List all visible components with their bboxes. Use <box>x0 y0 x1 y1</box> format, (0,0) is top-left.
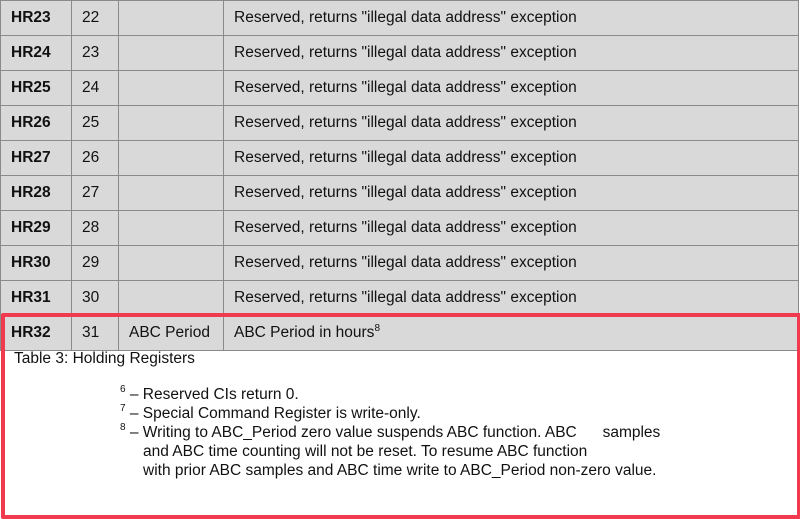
register-address: 30 <box>71 280 119 316</box>
table-row: HR25 24 Reserved, returns "illegal data … <box>0 70 799 106</box>
register-name: HR24 <box>0 35 72 71</box>
register-description: Reserved, returns "illegal data address"… <box>223 140 799 176</box>
register-address: 23 <box>71 35 119 71</box>
footnote-mark: 6 <box>120 384 126 395</box>
register-description: Reserved, returns "illegal data address"… <box>223 280 799 316</box>
table-caption: Table 3: Holding Registers <box>14 350 195 367</box>
register-description: Reserved, returns "illegal data address"… <box>223 105 799 141</box>
footnote-ref: 8 <box>374 323 380 334</box>
table-row: HR26 25 Reserved, returns "illegal data … <box>0 105 799 141</box>
register-label <box>118 140 224 176</box>
description-text: ABC Period in hours <box>234 324 375 341</box>
register-address: 28 <box>71 210 119 246</box>
table-row: HR30 29 Reserved, returns "illegal data … <box>0 245 799 281</box>
footnote-mark: 7 <box>120 403 126 414</box>
register-description: Reserved, returns "illegal data address"… <box>223 70 799 106</box>
footnote-text: – Writing to ABC_Period zero value suspe… <box>129 424 661 441</box>
table-row-highlighted: HR32 31 ABC Period ABC Period in hours8 <box>0 315 799 351</box>
register-description: Reserved, returns "illegal data address"… <box>223 35 799 71</box>
table-row: HR23 22 Reserved, returns "illegal data … <box>0 0 799 36</box>
register-address: 22 <box>71 0 119 36</box>
register-name: HR23 <box>0 0 72 36</box>
register-address: 25 <box>71 105 119 141</box>
register-description: ABC Period in hours8 <box>223 315 799 351</box>
footnote-text: – Reserved CIs return 0. <box>129 386 299 403</box>
footnote-text-continued: with prior ABC samples and ABC time writ… <box>143 462 657 479</box>
table-row: HR29 28 Reserved, returns "illegal data … <box>0 210 799 246</box>
holding-registers-table: HR23 22 Reserved, returns "illegal data … <box>0 0 799 351</box>
register-address: 31 <box>71 315 119 351</box>
register-name: HR25 <box>0 70 72 106</box>
register-address: 26 <box>71 140 119 176</box>
table-row: HR27 26 Reserved, returns "illegal data … <box>0 140 799 176</box>
register-label <box>118 210 224 246</box>
register-name: HR29 <box>0 210 72 246</box>
footnote: 6 – Reserved CIs return 0. <box>120 385 660 404</box>
register-description: Reserved, returns "illegal data address"… <box>223 210 799 246</box>
register-description: Reserved, returns "illegal data address"… <box>223 0 799 36</box>
table-row: HR24 23 Reserved, returns "illegal data … <box>0 35 799 71</box>
register-label <box>118 70 224 106</box>
register-label: ABC Period <box>118 315 224 351</box>
footnote-text-continued: and ABC time counting will not be reset.… <box>143 443 588 460</box>
footnote-mark: 8 <box>120 422 126 433</box>
register-name: HR30 <box>0 245 72 281</box>
register-label <box>118 35 224 71</box>
register-name: HR31 <box>0 280 72 316</box>
table-row: HR31 30 Reserved, returns "illegal data … <box>0 280 799 316</box>
register-label <box>118 280 224 316</box>
footnotes: 6 – Reserved CIs return 0. 7 – Special C… <box>120 385 660 480</box>
register-label <box>118 245 224 281</box>
register-name: HR32 <box>0 315 72 351</box>
register-name: HR26 <box>0 105 72 141</box>
register-label <box>118 175 224 211</box>
register-label <box>118 105 224 141</box>
register-address: 29 <box>71 245 119 281</box>
register-name: HR28 <box>0 175 72 211</box>
register-address: 27 <box>71 175 119 211</box>
footnote: 7 – Special Command Register is write-on… <box>120 404 660 423</box>
table-row: HR28 27 Reserved, returns "illegal data … <box>0 175 799 211</box>
register-description: Reserved, returns "illegal data address"… <box>223 245 799 281</box>
register-address: 24 <box>71 70 119 106</box>
footnote-text: – Special Command Register is write-only… <box>129 405 421 422</box>
register-description: Reserved, returns "illegal data address"… <box>223 175 799 211</box>
register-name: HR27 <box>0 140 72 176</box>
register-label <box>118 0 224 36</box>
footnote: 8 – Writing to ABC_Period zero value sus… <box>120 423 660 480</box>
